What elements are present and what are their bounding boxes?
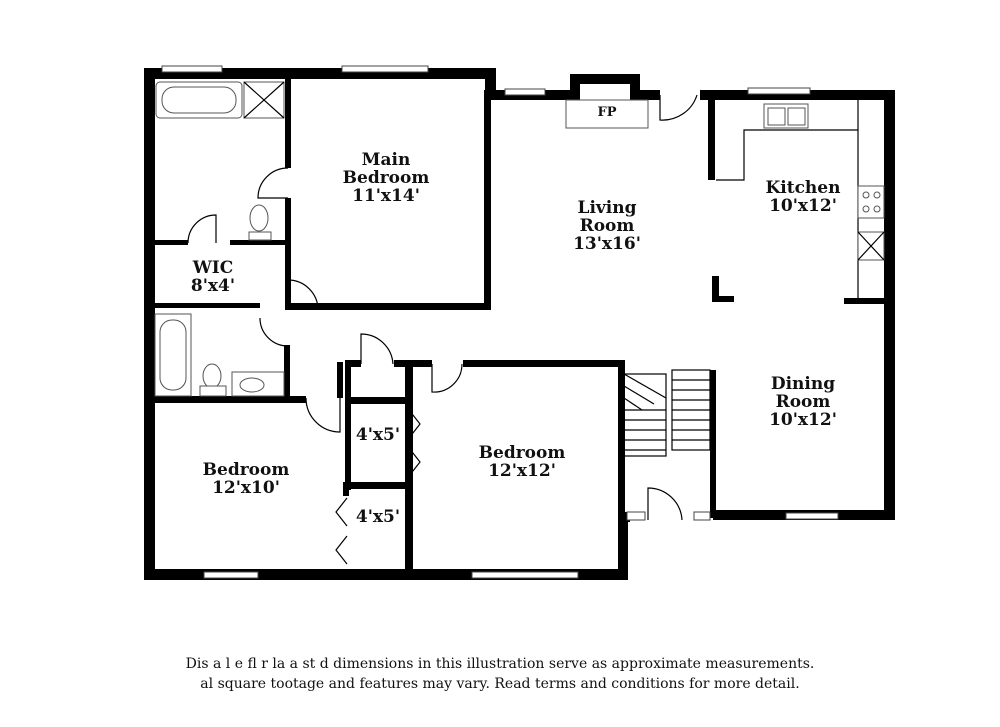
bedroom-center-name: Bedroom bbox=[479, 443, 566, 463]
closet-lower-dims: 4'x5' bbox=[356, 507, 400, 527]
bath-fixtures-lower bbox=[154, 313, 285, 397]
bedroom-left-dims: 12'x10' bbox=[212, 478, 280, 498]
main-bedroom-name-2: Bedroom bbox=[343, 168, 430, 188]
disclaimer-line-2: al square tootage and features may vary.… bbox=[200, 676, 800, 692]
bedroom-left-name: Bedroom bbox=[203, 460, 290, 480]
exterior-walls bbox=[144, 68, 895, 580]
living-room-name-2: Room bbox=[580, 216, 635, 236]
fireplace bbox=[565, 99, 649, 129]
closet-upper-dims: 4'x5' bbox=[356, 425, 400, 445]
bedroom-center-dims: 12'x12' bbox=[488, 461, 556, 481]
kitchen-name: Kitchen bbox=[766, 178, 841, 198]
living-room-dims: 13'x16' bbox=[573, 234, 641, 254]
wic-name: WIC bbox=[192, 258, 234, 278]
fireplace-label: FP bbox=[597, 105, 616, 120]
disclaimer-line-1: Dis a l e fl r la a st d dimensions in t… bbox=[185, 656, 815, 672]
kitchen-dims: 10'x12' bbox=[769, 196, 837, 216]
interior-walls bbox=[150, 68, 889, 575]
main-bedroom-dims: 11'x14' bbox=[352, 186, 420, 206]
doors bbox=[187, 94, 698, 521]
bath-fixtures-upper bbox=[155, 81, 285, 241]
windows bbox=[161, 65, 839, 579]
dining-room-dims: 10'x12' bbox=[769, 410, 837, 430]
wic-dims: 8'x4' bbox=[191, 276, 235, 296]
main-bedroom-name-1: Main bbox=[362, 150, 411, 170]
dining-room-name-2: Room bbox=[776, 392, 831, 412]
dining-room-name-1: Dining bbox=[771, 374, 835, 394]
kitchen-fixtures bbox=[716, 100, 885, 298]
closet-bifold-doors bbox=[335, 409, 421, 565]
living-room-name-1: Living bbox=[578, 198, 637, 218]
stairs bbox=[623, 369, 711, 457]
